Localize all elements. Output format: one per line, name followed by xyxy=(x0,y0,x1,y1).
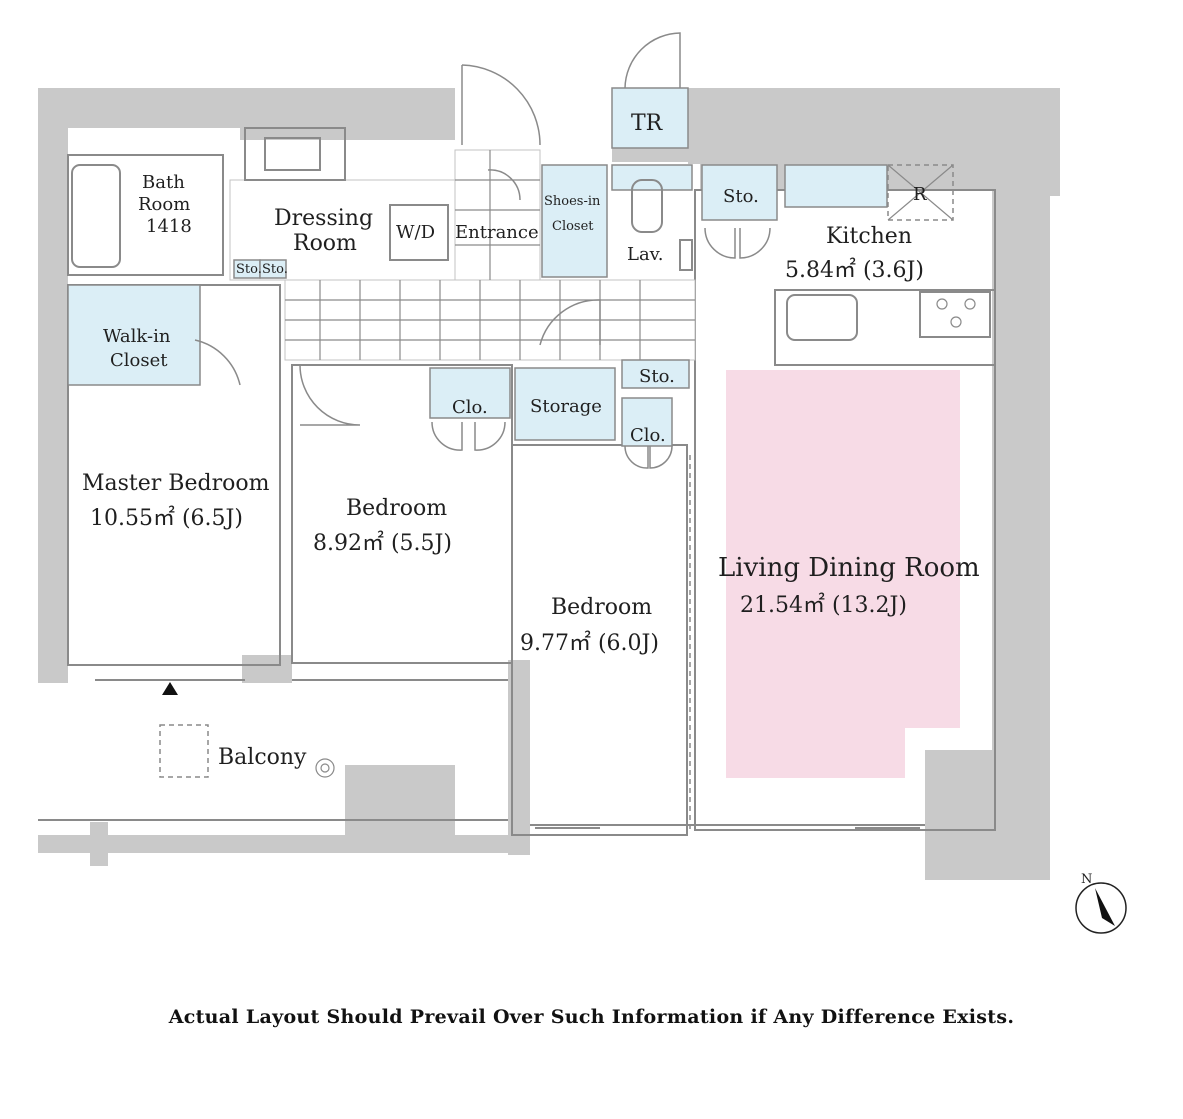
bedroom-2-area: 8.92㎡ (5.5J) xyxy=(313,530,452,556)
compass-label: N xyxy=(1081,872,1092,887)
disclaimer-text: Actual Layout Should Prevail Over Such I… xyxy=(168,1006,1015,1028)
tr-label: TR xyxy=(631,111,664,136)
bedroom-3-label: Bedroom xyxy=(551,595,652,620)
fridge-label: R xyxy=(913,184,927,205)
room-labels: Bath Room 1418 Sto. Sto. Dressing Room W… xyxy=(82,111,980,770)
bath-sto-1: Sto. xyxy=(236,262,262,277)
windows xyxy=(95,455,920,830)
doors xyxy=(194,32,771,469)
bedroom-3-area: 9.77㎡ (6.0J) xyxy=(520,630,659,656)
wic-label-2: Closet xyxy=(110,350,168,371)
bath-code: 1418 xyxy=(146,216,192,237)
wic-label: Walk-in xyxy=(103,326,171,347)
bath-label: Bath xyxy=(142,172,185,193)
bath-label-2: Room xyxy=(138,194,190,215)
hall-sto-label: Sto. xyxy=(639,366,675,387)
master-bedroom-label: Master Bedroom xyxy=(82,471,270,496)
shoes-closet-label-2: Closet xyxy=(552,219,594,234)
entrance-label: Entrance xyxy=(455,222,539,243)
kitchen-label: Kitchen xyxy=(826,224,912,249)
lav-label: Lav. xyxy=(627,244,663,265)
walls xyxy=(38,88,1060,880)
bedroom-3-closet-label: Clo. xyxy=(630,425,666,446)
closets xyxy=(67,87,888,447)
storage-label: Storage xyxy=(530,396,602,417)
tiled-floors xyxy=(229,149,696,361)
wd-label: W/D xyxy=(396,222,435,243)
living-dining-area: 21.54㎡ (13.2J) xyxy=(740,592,907,618)
north-arrow-icon: N xyxy=(1075,872,1127,934)
kitchen-sto-label: Sto. xyxy=(723,186,759,207)
living-area-highlight xyxy=(726,370,960,778)
dressing-label-2: Room xyxy=(293,231,357,256)
shoes-closet-label: Shoes-in xyxy=(544,194,601,209)
fixtures xyxy=(71,127,996,778)
master-bedroom-area: 10.55㎡ (6.5J) xyxy=(90,505,243,531)
living-dining-label: Living Dining Room xyxy=(718,553,980,583)
bedroom-2-label: Bedroom xyxy=(346,496,447,521)
kitchen-area: 5.84㎡ (3.6J) xyxy=(785,257,924,283)
dressing-label: Dressing xyxy=(274,206,373,231)
bath-sto-2: Sto. xyxy=(262,262,288,277)
balcony-label: Balcony xyxy=(218,745,307,770)
bedroom-2-closet-label: Clo. xyxy=(452,397,488,418)
